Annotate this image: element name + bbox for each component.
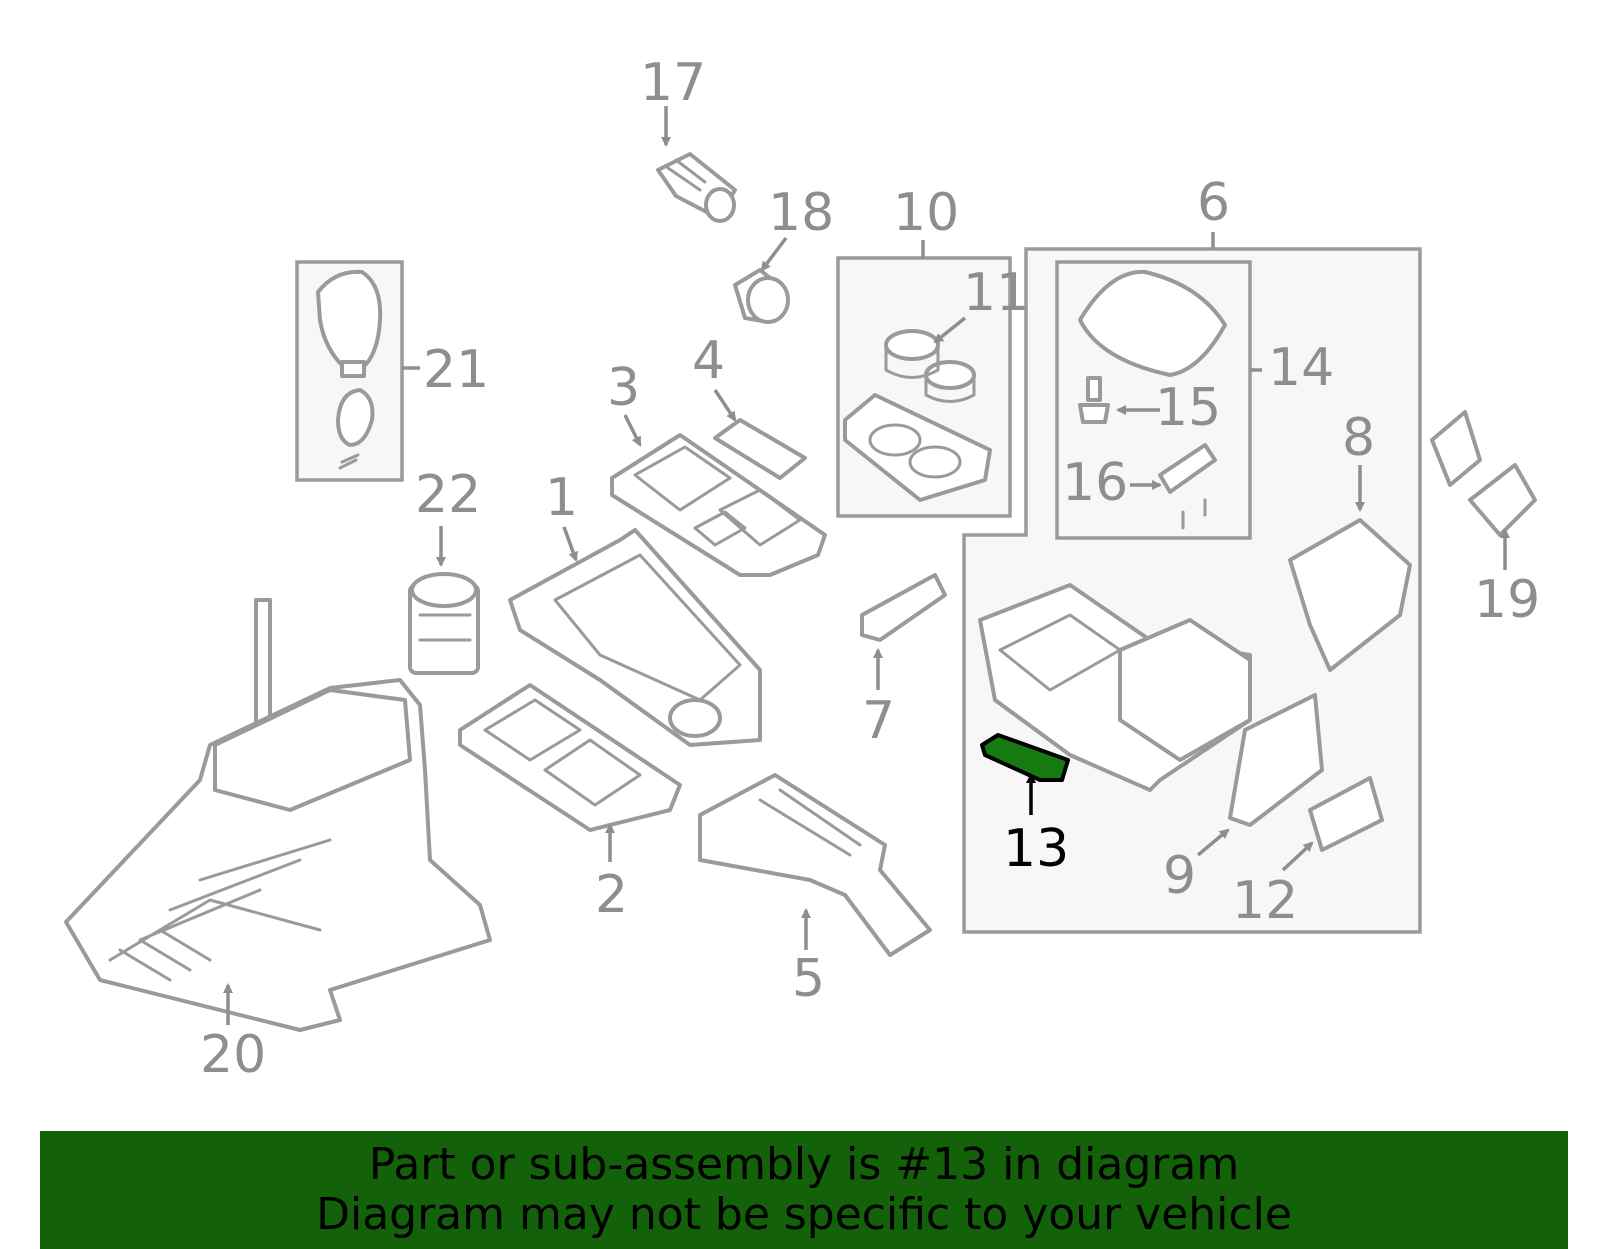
banner-line-1: Part or sub-assembly is #13 in diagram [368, 1139, 1240, 1190]
callout-20: 20 [200, 1025, 266, 1085]
part-7-bracket[interactable] [860, 573, 947, 642]
callout-16: 16 [1062, 453, 1128, 513]
part-9-panel[interactable] [1228, 693, 1324, 827]
part-22-switch[interactable] [408, 572, 480, 675]
callout-6: 6 [1197, 173, 1230, 233]
part-18-ring[interactable] [733, 268, 790, 324]
part-19-switch-panel[interactable] [1430, 410, 1537, 537]
part-20-shifter-assembly[interactable] [64, 598, 492, 1032]
callout-4: 4 [692, 331, 725, 391]
part-10-cup-holder-tray[interactable] [843, 393, 992, 502]
part-5-panel[interactable] [698, 773, 932, 957]
leader-11 [933, 316, 967, 344]
callout-22: 22 [415, 465, 481, 525]
callout-12: 12 [1232, 871, 1298, 931]
callout-10: 10 [893, 183, 959, 243]
leader-3 [623, 414, 642, 447]
part-12-pocket[interactable] [1308, 776, 1384, 852]
callout-7: 7 [862, 691, 895, 751]
leader-1 [562, 526, 578, 562]
callout-13: 13 [1003, 819, 1069, 879]
callout-1: 1 [545, 468, 578, 528]
callout-5: 5 [792, 949, 825, 1009]
info-banner: Part or sub-assembly is #13 in diagram D… [40, 1131, 1568, 1249]
callout-2: 2 [595, 865, 628, 925]
part-21-shift-knob[interactable] [316, 269, 383, 470]
callout-9: 9 [1163, 846, 1196, 906]
part-16-latch[interactable] [1158, 443, 1217, 530]
leader-4 [713, 389, 737, 422]
parts-diagram: 17 18 10 6 11 14 15 16 21 3 4 8 22 1 19 … [64, 53, 1540, 1085]
leader-12 [1281, 841, 1314, 872]
callout-21: 21 [423, 340, 489, 400]
leader-9 [1196, 828, 1230, 857]
leader-18 [760, 236, 788, 272]
part-2-trim-panel[interactable] [458, 683, 682, 832]
part-6-console-body[interactable] [978, 583, 1252, 792]
callout-14: 14 [1268, 338, 1334, 398]
part-11-cup-holder[interactable] [884, 329, 976, 403]
callout-18: 18 [768, 183, 834, 243]
callout-15: 15 [1155, 378, 1221, 438]
part-1-console-base[interactable] [508, 528, 762, 747]
part-17-socket[interactable] [656, 152, 737, 223]
callout-17: 17 [640, 53, 706, 113]
part-4-mat[interactable] [713, 418, 807, 480]
part-3-console-top[interactable] [610, 433, 827, 577]
callout-19: 19 [1474, 570, 1540, 630]
callout-3: 3 [607, 358, 640, 418]
part-15-screw[interactable] [1078, 376, 1110, 424]
part-14-armrest-lid[interactable] [1078, 269, 1227, 377]
callout-8: 8 [1342, 408, 1375, 468]
callout-11: 11 [963, 263, 1029, 323]
part-13-mat-highlighted[interactable] [980, 733, 1070, 782]
banner-line-2: Diagram may not be specific to your vehi… [316, 1189, 1292, 1240]
part-8-bracket[interactable] [1288, 518, 1412, 672]
